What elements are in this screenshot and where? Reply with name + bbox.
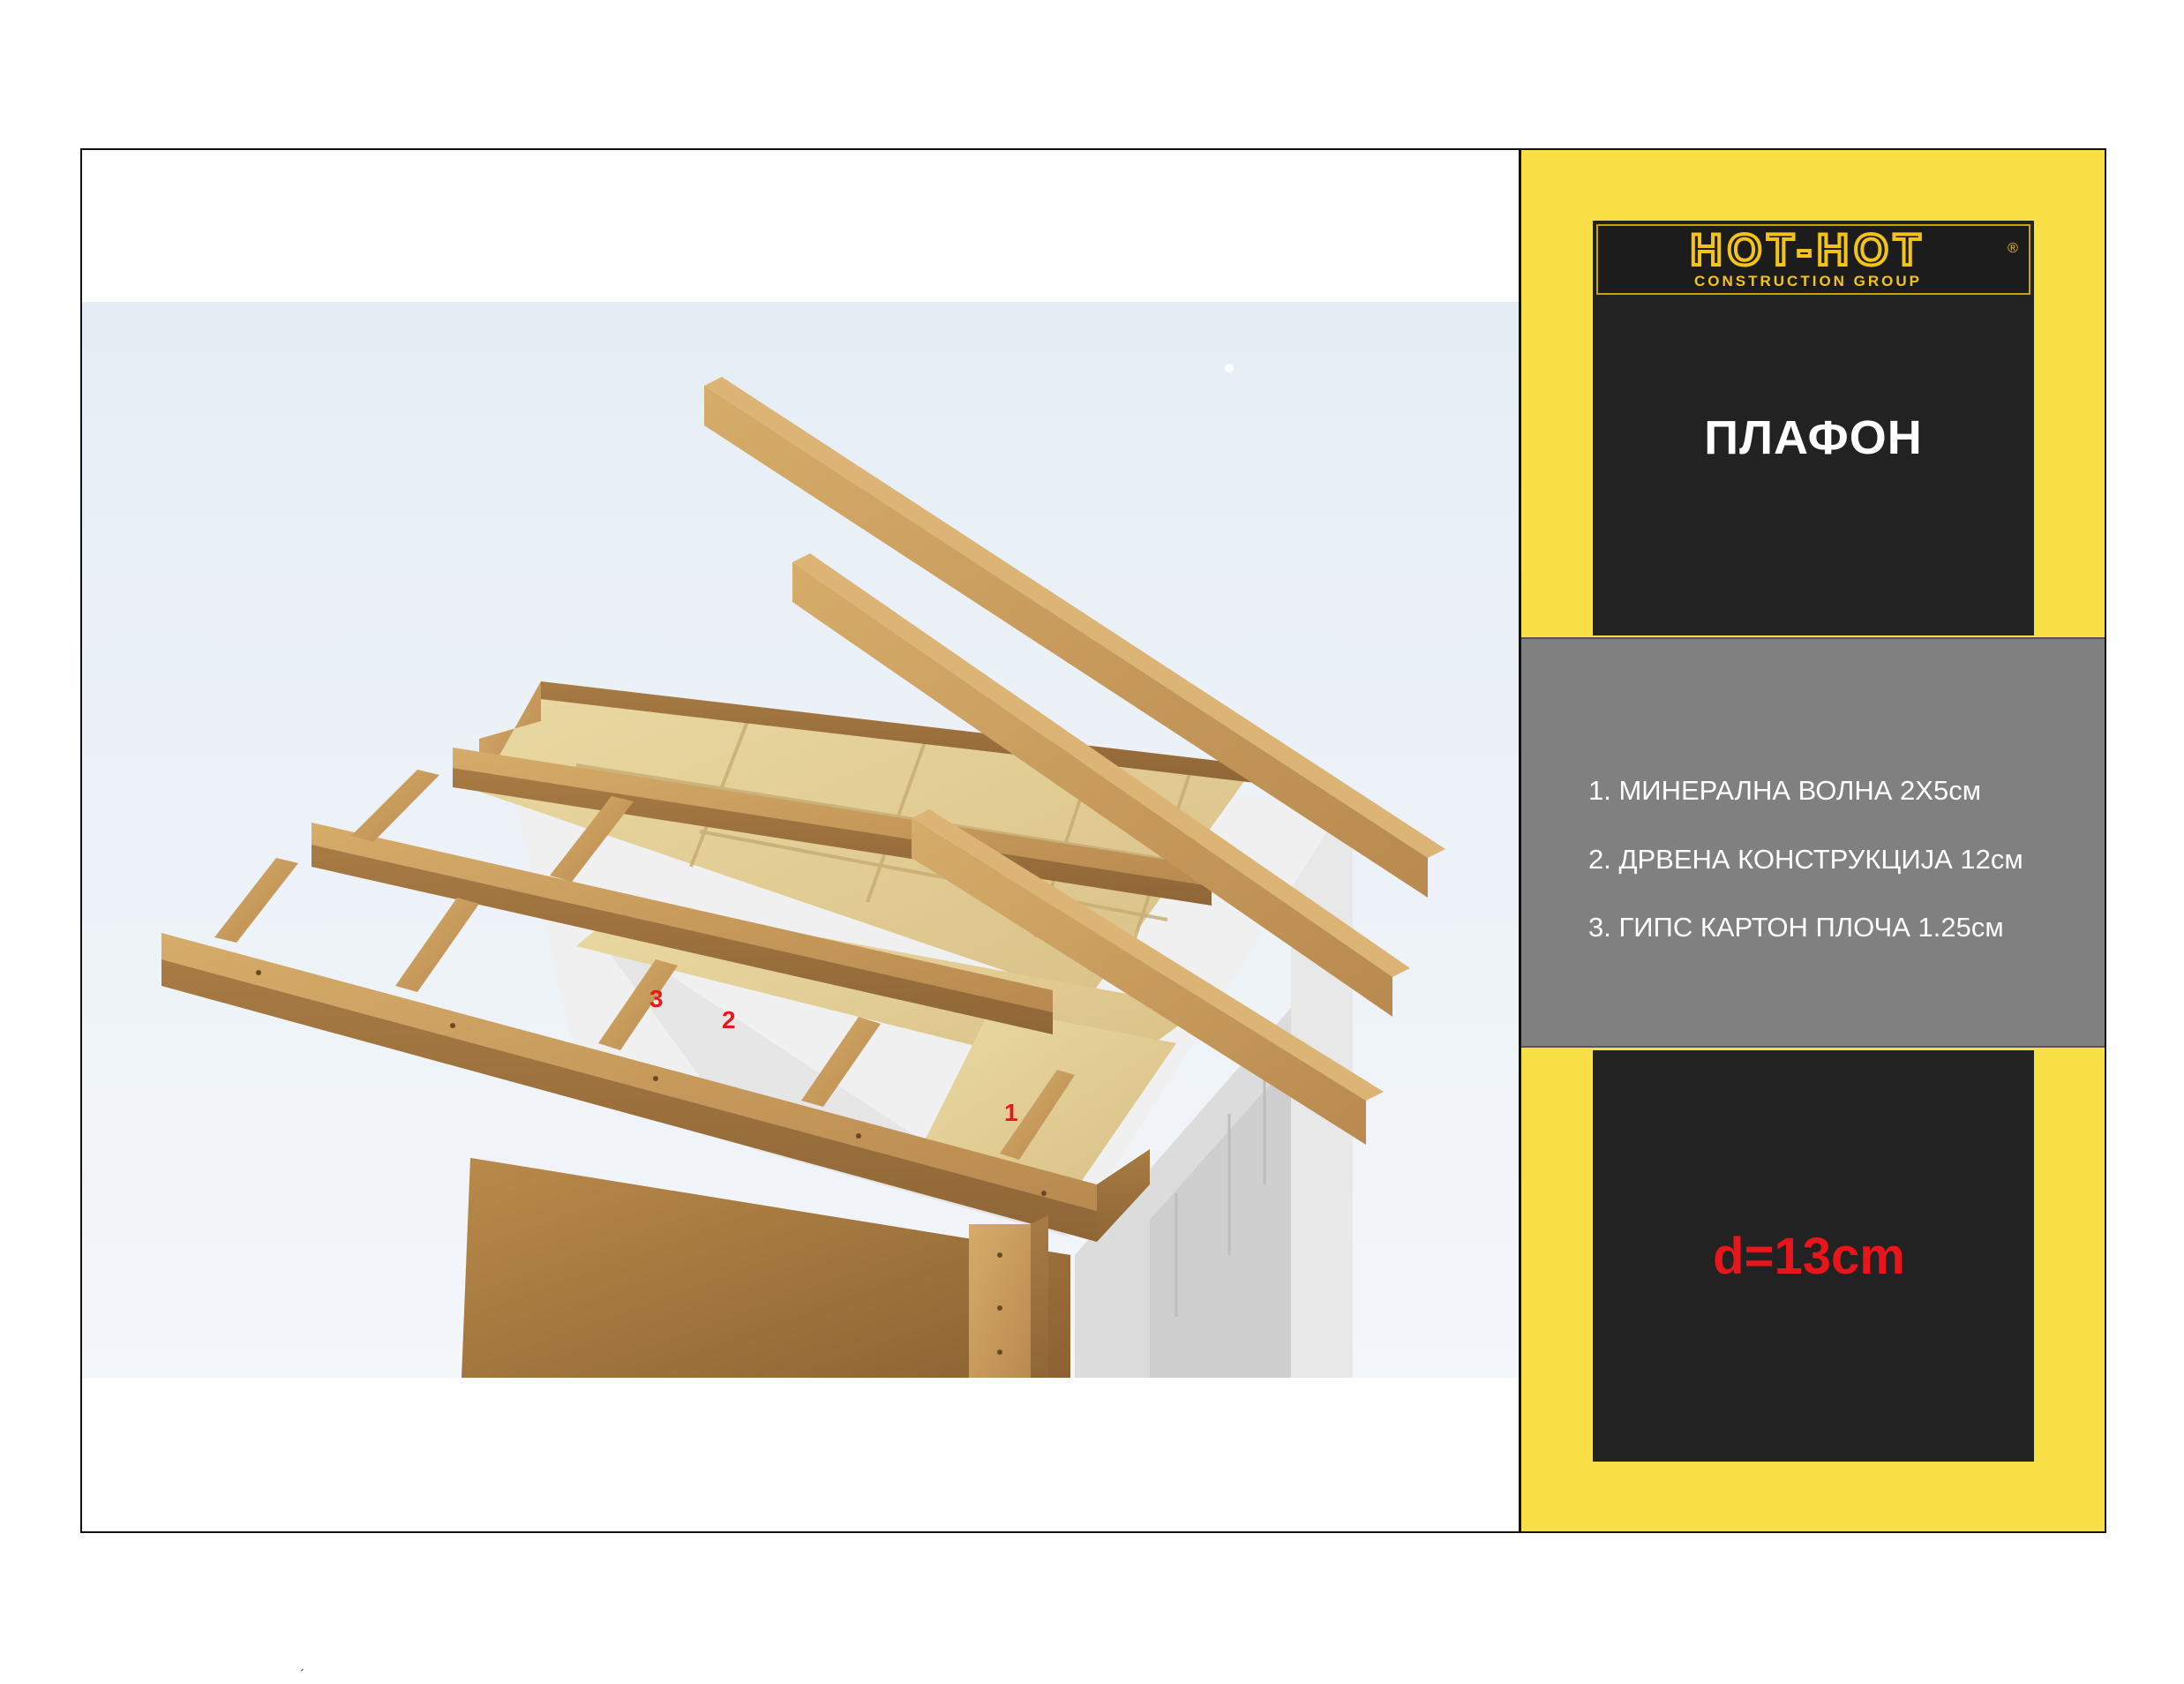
rafter-1 (704, 386, 1428, 898)
marker-2: 2 (722, 1006, 736, 1034)
logo-brand: HOT-HOT (1691, 226, 1926, 274)
layer-item-2: 2. ДРВЕНА КОНСТРУКЦИЈА 12см (1588, 844, 2023, 875)
layer-item-3: 3. ГИПС КАРТОН ПЛОЧА 1.25см (1588, 912, 2004, 943)
right-wall-shadow (1150, 1061, 1291, 1378)
rafters (704, 377, 1445, 1145)
thickness-block (1593, 1050, 2034, 1462)
rafter-2 (792, 562, 1392, 1017)
company-logo: HOT-HOT ® CONSTRUCTION GROUP (1596, 224, 2030, 295)
front-joist (161, 933, 1097, 1211)
total-thickness: d=13cm (1713, 1228, 1905, 1285)
layers-block (1521, 637, 2105, 1048)
logo-registered: ® (2008, 241, 2018, 256)
floor-lower (462, 1158, 1070, 1378)
rafter-3 (912, 818, 1366, 1145)
wood-frame (161, 748, 1212, 1378)
upper-joist (453, 748, 1212, 886)
stray-mark: ´ (300, 1668, 305, 1683)
marker-1: 1 (1004, 1099, 1018, 1126)
page-title: ПЛАФОН (1704, 411, 1923, 464)
middle-joist (311, 823, 1053, 1012)
panel-divider (1519, 148, 1521, 1533)
marker-3: 3 (649, 985, 664, 1012)
corner-post (969, 1224, 1031, 1378)
ceiling-render (82, 302, 1520, 1378)
logo-subtitle: CONSTRUCTION GROUP (1694, 273, 1922, 289)
layer-item-1: 1. МИНЕРАЛНА ВОЛНА 2Х5см (1588, 775, 1982, 806)
